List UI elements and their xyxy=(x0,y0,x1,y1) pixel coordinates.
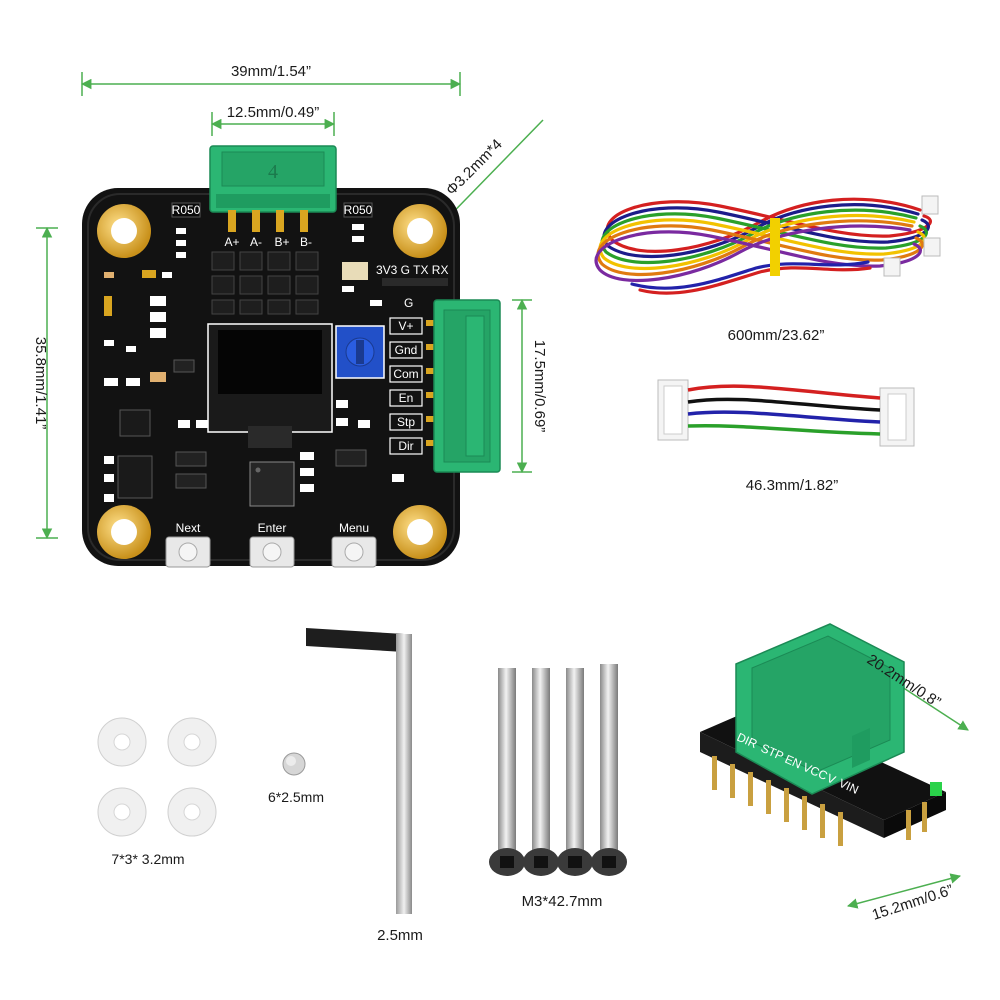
side-pin-en: En xyxy=(399,391,414,405)
board-width-label: 39mm/1.54” xyxy=(231,63,311,80)
passive-components xyxy=(104,224,404,502)
cable-plug-top xyxy=(921,195,939,215)
screws xyxy=(489,664,627,876)
magnet xyxy=(282,752,306,776)
button-enter-label: Enter xyxy=(258,521,287,535)
mosfet-array xyxy=(211,251,319,315)
cable-tie xyxy=(770,218,780,276)
sense-resistors: R050 R050 xyxy=(171,202,373,218)
side-connector-height-label: 17.5mm/0.69” xyxy=(531,340,548,433)
cable-plug-right xyxy=(923,237,941,257)
magnet-caption: 6*2.5mm xyxy=(268,789,324,805)
side-pin-labels: V+ Gnd Com En Stp Dir xyxy=(389,317,423,455)
motor-pin-a-minus: A- xyxy=(250,235,262,249)
mounting-hole-bottom-left xyxy=(97,505,151,559)
motor-pin-b-plus: B+ xyxy=(274,235,289,249)
long-cable xyxy=(594,197,932,295)
button-menu-label: Menu xyxy=(339,521,369,535)
washers-caption: 7*3* 3.2mm xyxy=(111,851,184,867)
long-cable-length-label: 600mm/23.62” xyxy=(728,327,825,344)
motor-pin-a-plus: A+ xyxy=(224,235,239,249)
cable-plug-bottom xyxy=(883,257,901,277)
motor-pin-labels: A+ A- B+ B- xyxy=(224,235,312,249)
side-pin-v-plus: V+ xyxy=(398,319,413,333)
button-menu: Menu xyxy=(331,521,377,568)
button-enter: Enter xyxy=(249,521,295,568)
side-ground-label: G xyxy=(404,296,413,310)
side-connector xyxy=(426,299,501,473)
short-cable-length-label: 46.3mm/1.82” xyxy=(746,477,839,494)
hex-key xyxy=(306,628,412,914)
motor-connector: 4 xyxy=(209,145,337,232)
hex-key-caption: 2.5mm xyxy=(377,927,423,944)
screws-caption: M3*42.7mm xyxy=(522,893,603,910)
washers xyxy=(97,717,217,837)
mounting-hole-top-right xyxy=(393,204,447,258)
motor-pin-b-minus: B- xyxy=(300,235,312,249)
driver-board: 4 A+ A- B+ B- R050 R050 xyxy=(82,145,501,568)
side-pin-gnd: Gnd xyxy=(395,343,418,357)
microcontroller-chip xyxy=(249,461,295,507)
mounting-hole-bottom-right xyxy=(393,505,447,559)
side-pin-stp: Stp xyxy=(397,415,415,429)
connector-width-label: 12.5mm/0.49” xyxy=(227,104,320,121)
adapter-board: DIR STP EN VCC V VIN xyxy=(700,623,946,846)
mounting-hole-top-left xyxy=(97,204,151,258)
side-pin-dir: Dir xyxy=(398,439,413,453)
blue-potentiometer xyxy=(335,325,385,379)
side-pin-com: Com xyxy=(393,367,418,381)
resistor-label-right: R050 xyxy=(344,203,373,217)
button-next: Next xyxy=(165,521,211,568)
board-height-label: 35.8mm/1.41” xyxy=(32,337,49,430)
resistor-label-left: R050 xyxy=(172,203,201,217)
serial-header-label: 3V3 G TX RX xyxy=(376,263,448,277)
short-cable xyxy=(657,379,915,447)
adapter-pin-en: EN xyxy=(783,752,804,772)
oled-display xyxy=(207,323,333,448)
button-next-label: Next xyxy=(176,521,201,535)
motor-connector-label: 4 xyxy=(268,161,278,183)
